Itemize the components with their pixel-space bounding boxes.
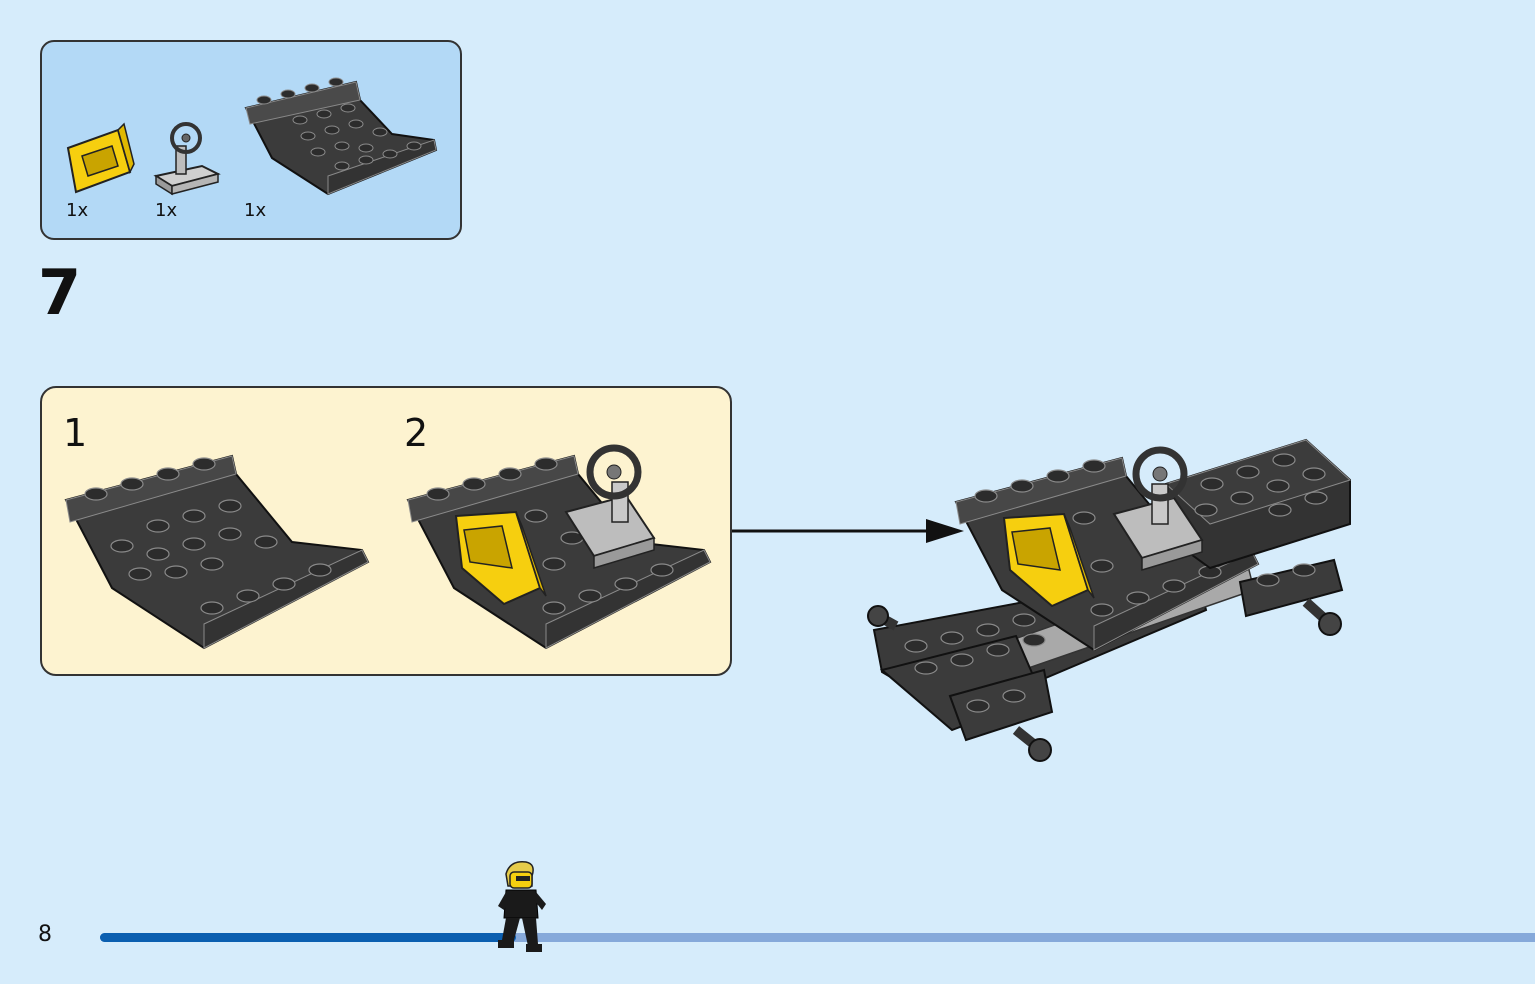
assembly-arrow-icon	[732, 519, 964, 543]
parts-qty-1: 1x	[66, 200, 89, 221]
step-number: 7	[38, 256, 82, 329]
substep-number-1: 1	[63, 411, 88, 455]
progress-fill	[100, 933, 516, 942]
parts-qty-2: 1x	[155, 200, 178, 221]
substep-2-build-illustration	[406, 444, 712, 650]
yellow-windscreen-brick-icon	[66, 122, 135, 194]
substep-number-2: 2	[404, 411, 429, 455]
minifigure-progress-icon	[498, 861, 546, 952]
page-number: 8	[38, 922, 52, 947]
black-inverted-slope-plate-icon	[244, 77, 438, 196]
steering-wheel-icon	[153, 122, 221, 196]
step-7-model-illustration	[867, 438, 1351, 762]
substep-1-build-illustration	[64, 454, 370, 650]
progress-track	[100, 933, 1535, 942]
parts-qty-3: 1x	[244, 200, 267, 221]
